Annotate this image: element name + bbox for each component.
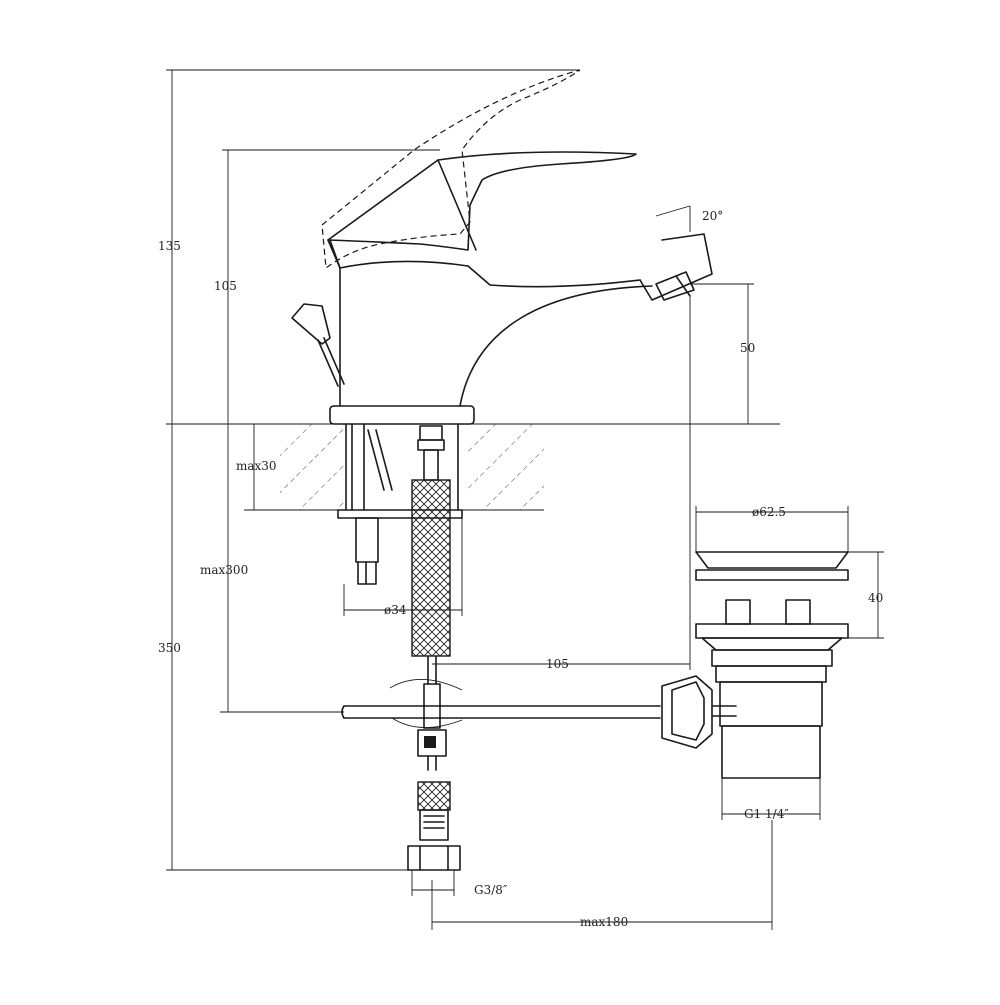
dim-20-degrees: 20° <box>702 209 723 223</box>
dim-max180: max180 <box>580 915 628 929</box>
dim-40: 40 <box>868 591 883 605</box>
dim-g1-1-4: G1 1/4″ <box>744 807 789 821</box>
dim-o34: ø34 <box>384 603 407 617</box>
drain-assembly <box>661 551 849 779</box>
faucet-body <box>329 233 713 425</box>
dim-o62-5: ø62.5 <box>752 505 786 519</box>
dim-105-lever: 105 <box>214 279 237 293</box>
dim-50: 50 <box>740 341 755 355</box>
dim-max300: max300 <box>200 563 248 577</box>
popup-knob <box>291 303 345 387</box>
countertop-section <box>166 423 780 511</box>
mount-assembly <box>337 423 463 657</box>
lever-handle-raised <box>321 69 581 270</box>
dim-g3-8: G3/8″ <box>474 883 508 897</box>
dim-max30: max30 <box>236 459 277 473</box>
dim-105-rod: 105 <box>546 657 569 671</box>
dimension-lines <box>166 69 884 930</box>
dimension-labels: 135 105 50 20° max30 max300 ø34 350 105 … <box>158 209 883 929</box>
dim-350: 350 <box>158 641 181 655</box>
popup-rod <box>341 655 661 771</box>
hose-end-connector <box>407 781 461 871</box>
dim-135: 135 <box>158 239 181 253</box>
lever-handle <box>327 151 637 269</box>
